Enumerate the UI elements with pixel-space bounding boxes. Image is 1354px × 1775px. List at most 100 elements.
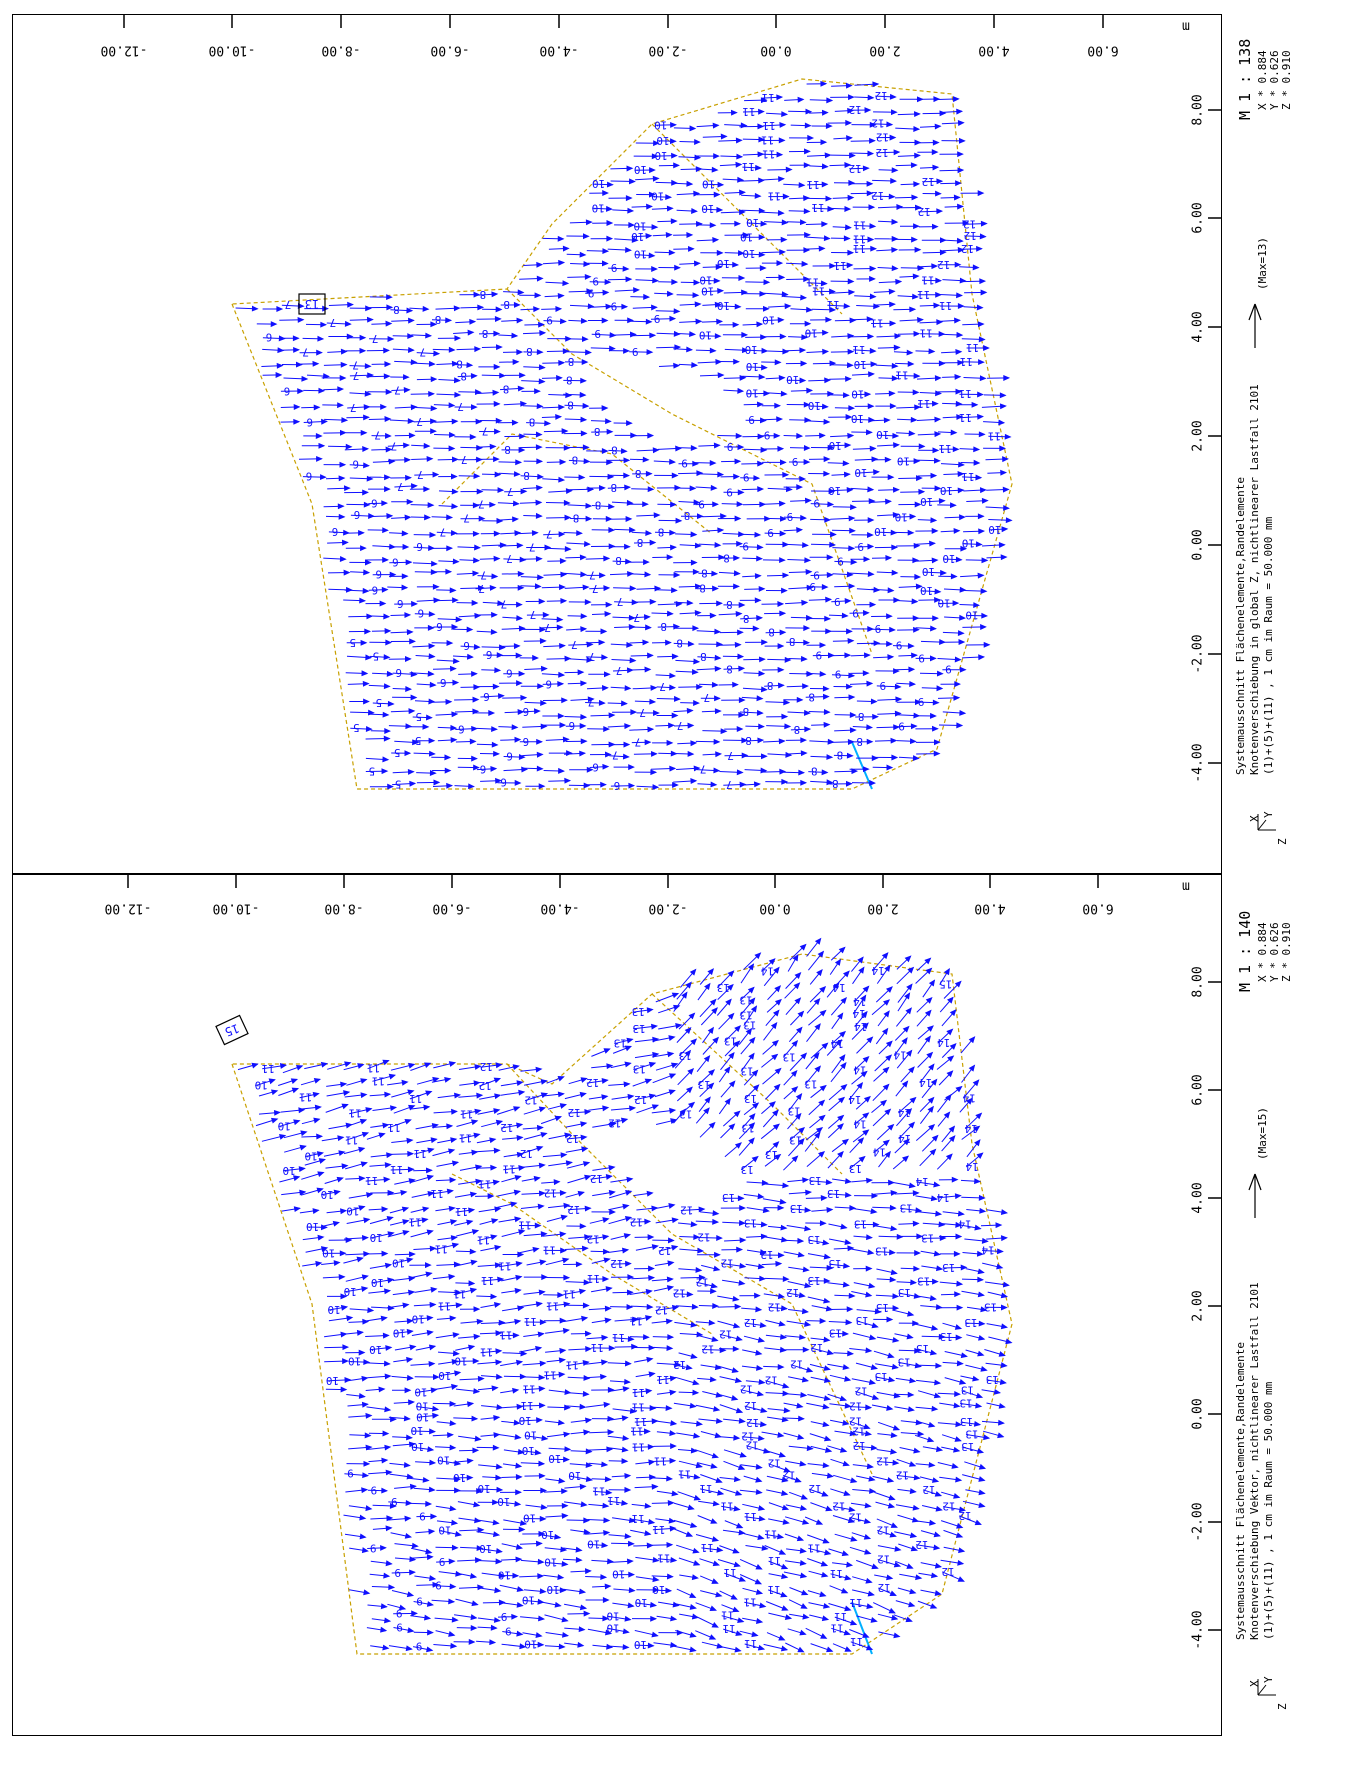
vector-arrowhead <box>669 1457 677 1464</box>
vector-arrowhead <box>448 1148 456 1155</box>
vector-arrowhead <box>821 163 829 170</box>
vector-arrowhead <box>343 485 351 492</box>
vector-arrowhead <box>883 1010 890 1018</box>
vector-arrowhead <box>848 672 856 679</box>
vector-arrowhead <box>728 1080 736 1088</box>
vector-arrowhead <box>869 1488 877 1494</box>
vector-arrowhead <box>579 391 587 398</box>
vector-arrowhead <box>778 1252 785 1259</box>
vector-arrowhead <box>364 390 372 397</box>
vector-arrowhead <box>402 1302 410 1309</box>
vector-arrowhead <box>580 738 588 745</box>
vector-arrowhead <box>924 1009 932 1017</box>
vector-arrowhead <box>760 1421 768 1428</box>
vector-arrowhead <box>959 586 967 593</box>
vector-arrowhead <box>955 348 963 355</box>
vector-arrowhead <box>715 1477 723 1484</box>
vector-arrowhead <box>754 573 762 579</box>
vector-arrowhead <box>449 1420 457 1427</box>
vector-arrowhead <box>893 344 901 351</box>
vector-arrowhead <box>642 501 649 508</box>
vector-arrowhead <box>452 1350 460 1357</box>
vector-arrowhead <box>794 1112 802 1120</box>
vector-arrowhead <box>864 391 872 398</box>
vector-arrowhead <box>293 1119 301 1126</box>
vector-arrowhead <box>980 1306 988 1313</box>
vector-arrowhead <box>755 1364 764 1371</box>
vector-arrowhead <box>425 1090 433 1097</box>
vector-arrowhead <box>973 1420 982 1427</box>
vector-arrowhead <box>841 612 849 619</box>
vector-arrowhead <box>649 191 656 198</box>
vector-arrowhead <box>736 726 744 732</box>
vector-arrowhead <box>933 1250 941 1257</box>
vector-arrowhead <box>842 1364 850 1370</box>
vector-arrowhead <box>907 1406 915 1413</box>
contour-value-label: 10 <box>634 163 647 176</box>
vector-arrowhead <box>709 347 717 354</box>
vector-arrowhead <box>823 1277 831 1284</box>
vector-arrowhead <box>873 469 880 476</box>
vector-arrowhead <box>609 1209 616 1215</box>
contour-value-label: 11 <box>920 327 933 340</box>
vector-arrowhead <box>848 1292 856 1299</box>
vector-arrowhead <box>955 388 963 395</box>
vector-arrowhead <box>366 475 374 482</box>
contour-value-label: 8 <box>503 298 510 311</box>
contour-value-label: 8 <box>726 662 733 675</box>
contour-value-label: 8 <box>572 453 579 466</box>
vector-arrowhead <box>585 1462 593 1469</box>
vector-arrowhead <box>931 223 939 230</box>
vector-arrowhead <box>383 1176 391 1183</box>
contour-value-label: 6 <box>284 384 291 397</box>
vector-arrowhead <box>608 712 616 719</box>
vector-arrowhead <box>738 209 746 216</box>
vector-arrowhead <box>902 1025 910 1033</box>
vector-arrowhead <box>834 958 842 966</box>
contour-value-label: 7 <box>350 401 357 414</box>
vector-arrowhead <box>785 486 793 493</box>
vector-arrowhead <box>800 779 808 786</box>
vector-arrowhead <box>366 316 374 323</box>
contour-value-label: 11 <box>762 91 775 104</box>
vector-arrowhead <box>842 1281 850 1288</box>
vector-arrowhead <box>693 1432 701 1439</box>
vector-arrowhead <box>451 503 459 510</box>
vector-arrowhead <box>842 1330 850 1337</box>
vector-arrowhead <box>849 712 857 718</box>
vector-arrowhead <box>365 1412 373 1419</box>
vector-arrowhead <box>714 542 722 548</box>
contour-value-label: 7 <box>457 400 464 413</box>
vector-arrowhead <box>886 613 893 620</box>
contour-value-label: 6 <box>436 620 443 633</box>
vector-arrowhead <box>535 512 543 519</box>
vector-arrowhead <box>858 966 865 974</box>
vector-arrowhead <box>477 304 485 311</box>
vector-arrowhead <box>760 220 768 227</box>
vector-arrowhead <box>975 1402 983 1409</box>
vector-arrowhead <box>359 1118 368 1125</box>
vector-arrowhead <box>538 1289 546 1296</box>
vector-arrowhead <box>674 264 681 271</box>
vector-arrowhead <box>671 653 679 660</box>
lower-panel-frame <box>12 874 1222 1736</box>
contour-value-label: 6 <box>354 508 361 521</box>
vector-arrowhead <box>689 125 697 132</box>
vector-arrowhead <box>431 1122 439 1129</box>
vector-arrowhead <box>846 486 854 493</box>
contour-value-label: 8 <box>635 467 642 480</box>
vector-arrowhead <box>892 1459 900 1466</box>
vector-arrowhead <box>469 434 477 440</box>
vector-arrowhead <box>666 1345 674 1352</box>
vector-arrowhead <box>868 204 876 211</box>
vector-arrowhead <box>602 190 609 196</box>
vector-arrowhead <box>892 511 900 518</box>
contour-value-label: 7 <box>461 453 468 466</box>
vector-arrowhead <box>580 613 588 620</box>
vector-arrowhead <box>779 530 787 537</box>
vector-arrowhead <box>685 981 692 989</box>
vector-arrowhead <box>779 1346 787 1353</box>
vector-arrowhead <box>358 1205 366 1211</box>
vector-arrowhead <box>493 555 501 562</box>
vector-arrowhead <box>445 698 453 705</box>
